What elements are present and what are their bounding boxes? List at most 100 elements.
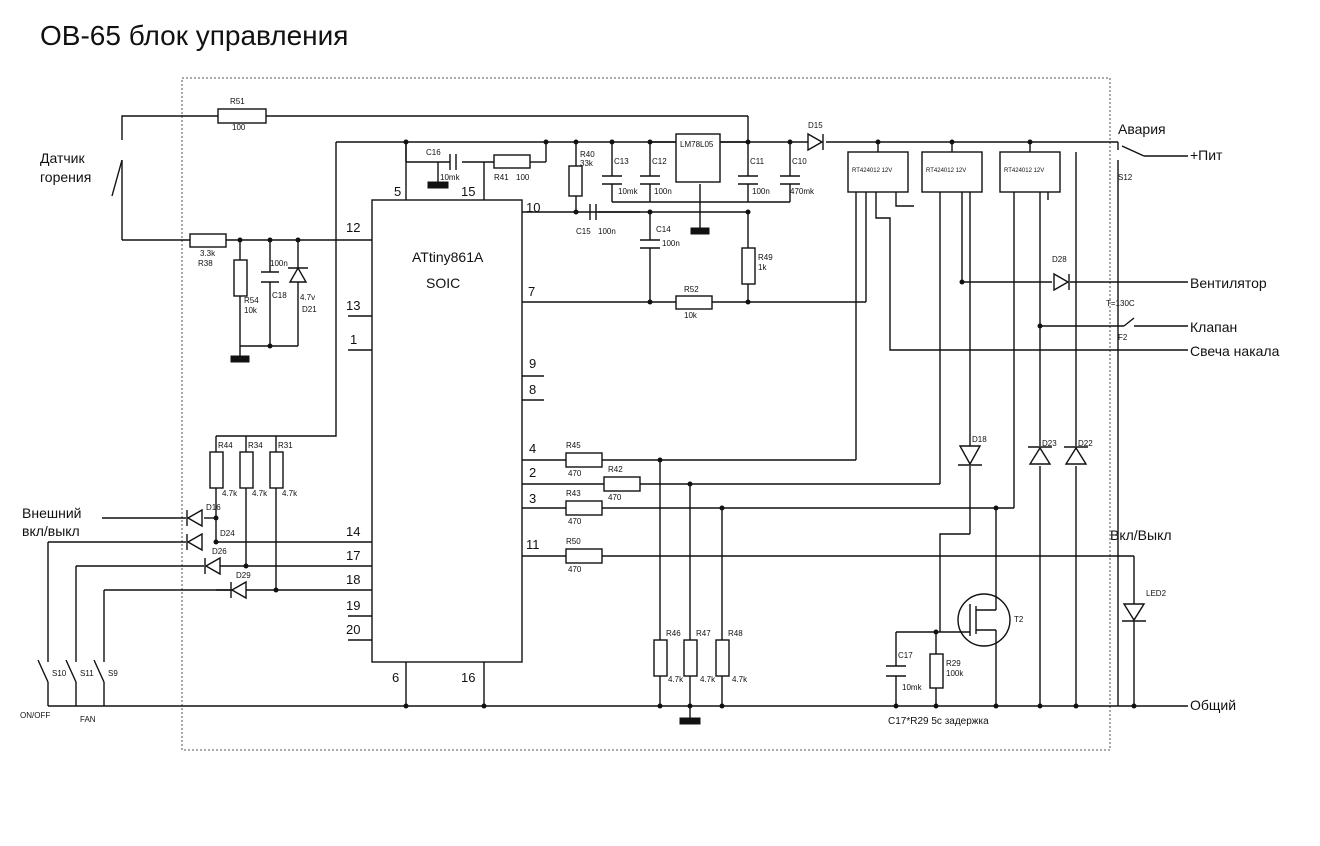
- switch-S9: [93, 659, 105, 683]
- board-outline: [181, 77, 1111, 751]
- label-R31: R31: [278, 441, 293, 450]
- diode-D26: [204, 556, 221, 576]
- label-D18: D18: [972, 435, 987, 444]
- value-R50: 470: [568, 565, 582, 574]
- zener-D21: [288, 266, 308, 283]
- mcu-body: [371, 199, 523, 663]
- label-R42: R42: [608, 465, 623, 474]
- diode-D15: [807, 132, 824, 152]
- label-C13: C13: [614, 157, 629, 166]
- resistor-R31: [269, 451, 284, 489]
- label-C11: C11: [750, 157, 765, 166]
- label-D29: D29: [236, 571, 251, 580]
- value-R51: 100: [232, 123, 246, 132]
- value-R29: 100k: [946, 669, 964, 678]
- value-C15: 100n: [598, 227, 616, 236]
- pin-16: 16: [461, 670, 475, 685]
- valve-label: Клапан: [1190, 319, 1237, 335]
- label-D24: D24: [220, 529, 235, 538]
- resistor-R38: [189, 233, 227, 248]
- value-R45: 470: [568, 469, 582, 478]
- ground-4: [679, 717, 701, 725]
- transistor-T2: [957, 593, 1011, 647]
- ground-1: [230, 355, 250, 363]
- pin-14: 14: [346, 524, 360, 539]
- delay-note: C17*R29 5c задержка: [888, 716, 989, 727]
- value-R49: 1k: [758, 263, 767, 272]
- value-R38: 3.3k: [200, 249, 216, 258]
- relay-wiring: [855, 142, 1188, 508]
- diode-D16: [186, 508, 203, 528]
- pin-18: 18: [346, 572, 360, 587]
- value-C17: 10mk: [902, 683, 923, 692]
- diode-D18: [958, 445, 982, 466]
- fan-switch-label: FAN: [80, 715, 96, 724]
- value-C14: 100n: [662, 239, 680, 248]
- resistor-R45: [565, 452, 603, 468]
- transistor-T2-leads: [895, 508, 997, 706]
- resistor-R42: [603, 476, 641, 492]
- pin-1: 1: [350, 332, 357, 347]
- mcu-name: ATtiny861A: [412, 249, 484, 265]
- value-C16: 10mk: [440, 173, 461, 182]
- resistor-R44: [209, 451, 224, 489]
- value-R41: 100: [516, 173, 530, 182]
- fan-label: Вентилятор: [1190, 275, 1267, 291]
- pin-4: 4: [529, 441, 536, 456]
- relay-3-label: RT424012 12V: [1004, 168, 1044, 174]
- resistor-R48: [715, 639, 730, 677]
- value-R54: 10k: [244, 306, 258, 315]
- value-C11: 100n: [752, 187, 770, 196]
- value-R42: 470: [608, 493, 622, 502]
- resistor-R29: [929, 653, 944, 689]
- sensor-label-2: горения: [40, 169, 91, 185]
- glow-label: Свеча накала: [1190, 343, 1280, 359]
- label-S12: S12: [1118, 173, 1133, 182]
- diode-D22: [1064, 446, 1088, 465]
- value-R48: 4.7k: [732, 675, 748, 684]
- label-R43: R43: [566, 489, 581, 498]
- pin-19: 19: [346, 598, 360, 613]
- switch-S10: [37, 659, 49, 683]
- switch-S11: [65, 659, 77, 683]
- relay-2-label: RT424012 12V: [926, 168, 966, 174]
- diode-D28: [1053, 272, 1070, 292]
- diagram-title: ОВ-65 блок управления: [40, 20, 349, 51]
- label-C17: C17: [898, 651, 913, 660]
- label-D23: D23: [1042, 439, 1057, 448]
- pin-3: 3: [529, 491, 536, 506]
- sensor-label-1: Датчик: [40, 150, 85, 166]
- value-R44: 4.7k: [222, 489, 238, 498]
- label-R51: R51: [230, 97, 245, 106]
- thermo-label: T=130C: [1106, 299, 1135, 308]
- flyback-wiring: [939, 466, 1077, 706]
- value-C10: 470mk: [790, 187, 815, 196]
- label-D28: D28: [1052, 255, 1067, 264]
- diode-D29: [230, 580, 247, 600]
- alarm-label: Авария: [1118, 121, 1166, 137]
- label-S11: S11: [80, 669, 94, 678]
- label-C12: C12: [652, 157, 667, 166]
- pin-20: 20: [346, 622, 360, 637]
- onoff-switch-label: ON/OFF: [20, 711, 50, 720]
- label-R49: R49: [758, 253, 773, 262]
- label-R38: R38: [198, 259, 213, 268]
- pin-12: 12: [346, 220, 360, 235]
- resistor-R43: [565, 500, 603, 516]
- label-S9: S9: [108, 669, 118, 678]
- value-C18: 100n: [270, 259, 288, 268]
- label-F2: F2: [1118, 333, 1128, 342]
- led-LED2: [1122, 603, 1146, 622]
- ground-2: [427, 181, 449, 189]
- pin-7: 7: [528, 284, 535, 299]
- relay-1-label: RT424012 12V: [852, 168, 892, 174]
- label-LED2: LED2: [1146, 589, 1167, 598]
- label-R40: R40: [580, 150, 595, 159]
- label-D21: D21: [302, 305, 317, 314]
- value-R52: 10k: [684, 311, 698, 320]
- label-R47: R47: [696, 629, 711, 638]
- label-R52: R52: [684, 285, 699, 294]
- label-C15: C15: [576, 227, 591, 236]
- sensor-switch: [111, 159, 123, 197]
- value-R43: 470: [568, 517, 582, 526]
